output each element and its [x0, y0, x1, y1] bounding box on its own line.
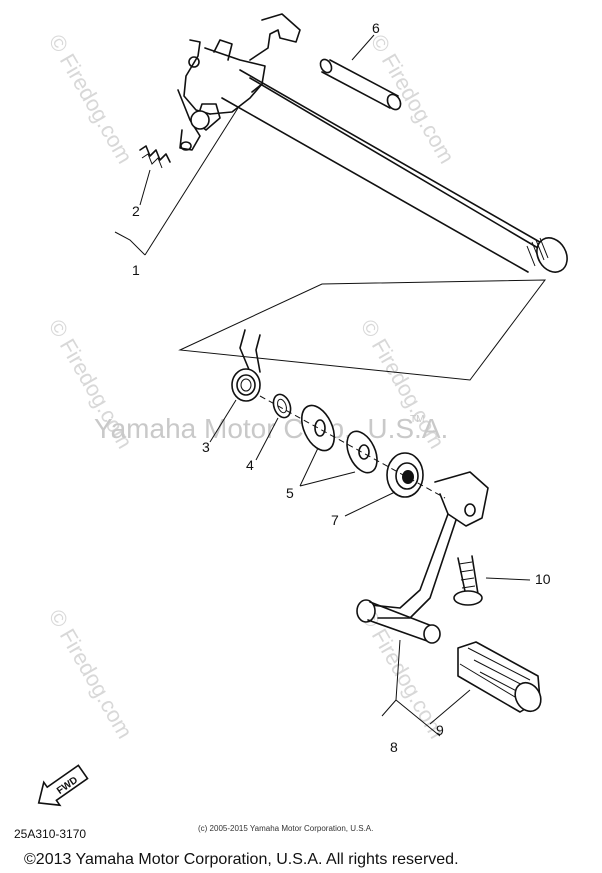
shift-pedal	[356, 471, 489, 737]
watermark-diagonal: © Firedog.com	[44, 30, 138, 168]
callout-9: 9	[436, 722, 444, 738]
watermark-trademark: TM	[410, 414, 424, 425]
diagram-code: 25A310-3170	[14, 827, 86, 841]
oil-seal	[344, 452, 424, 517]
callout-2: 2	[132, 203, 140, 219]
fwd-arrow-icon: FWD	[37, 764, 89, 807]
assembly-guide-line	[178, 279, 547, 381]
pin	[319, 34, 402, 111]
pedal-rubber	[429, 641, 542, 725]
watermark-center: Yamaha Motor Corp., U.S.A.	[94, 413, 448, 444]
assembly-axis	[259, 395, 446, 499]
callout-6: 6	[372, 20, 380, 36]
small-spring	[139, 145, 171, 206]
callout-10: 10	[535, 571, 551, 587]
leader-1	[114, 107, 239, 256]
copyright-notice: ©2013 Yamaha Motor Corporation, U.S.A. A…	[24, 851, 459, 868]
callout-1: 1	[132, 262, 140, 278]
watermark-diagonal: © Firedog.com	[366, 30, 460, 168]
circlip	[255, 393, 292, 461]
shift-shaft-assembly	[177, 13, 568, 273]
bolt	[453, 555, 531, 606]
small-copyright: (c) 2005-2015 Yamaha Motor Corporation, …	[198, 824, 373, 833]
callout-3: 3	[202, 439, 210, 455]
torsion-spring	[209, 329, 261, 443]
callout-8: 8	[390, 739, 398, 755]
washers	[299, 404, 378, 487]
callout-5: 5	[286, 485, 294, 501]
callout-7: 7	[331, 512, 339, 528]
callout-4: 4	[246, 457, 254, 473]
watermark-diagonal: © Firedog.com	[44, 605, 138, 743]
